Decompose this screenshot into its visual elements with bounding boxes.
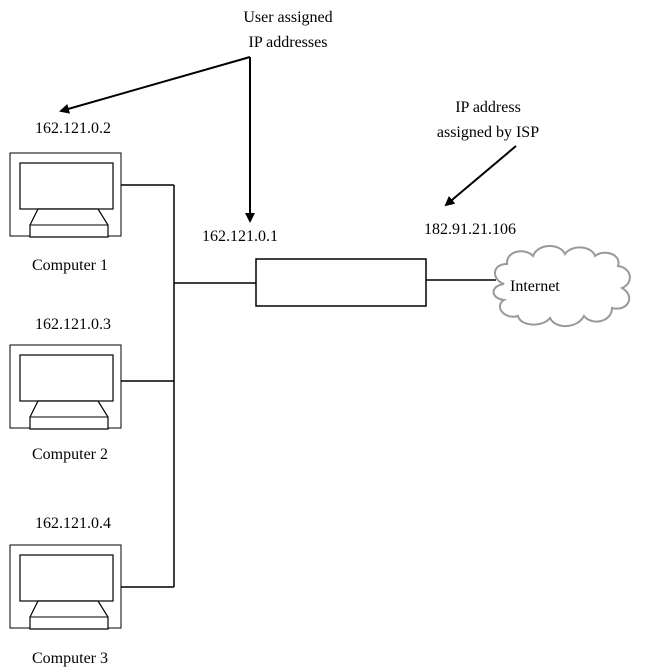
router-ip-label: 162.121.0.1	[202, 228, 278, 245]
computer2-icon	[9, 344, 122, 430]
arrow-to-computer1-ip	[59, 56, 251, 114]
computer1-icon	[9, 152, 122, 238]
computer3-name: Computer 3	[32, 650, 108, 667]
public-ip-label: 182.91.21.106	[424, 221, 516, 238]
computer1-name: Computer 1	[32, 257, 108, 274]
user-assigned-label-line2: IP addresses	[249, 34, 328, 51]
isp-assigned-label-line1: IP address	[455, 99, 521, 116]
network-wiring	[121, 184, 496, 588]
router-box	[255, 258, 427, 307]
arrow-to-public-ip	[444, 145, 517, 207]
computer3-icon	[9, 544, 122, 630]
computer1-ip-label: 162.121.0.2	[35, 120, 111, 137]
internet-cloud: Internet	[492, 245, 631, 327]
user-assigned-label-line1: User assigned	[243, 9, 332, 26]
computer2-name: Computer 2	[32, 446, 108, 463]
isp-assigned-label-line2: assigned by ISP	[437, 124, 539, 141]
computer2-ip-label: 162.121.0.3	[35, 316, 111, 333]
internet-label: Internet	[510, 278, 560, 295]
computer3-ip-label: 162.121.0.4	[35, 515, 111, 532]
